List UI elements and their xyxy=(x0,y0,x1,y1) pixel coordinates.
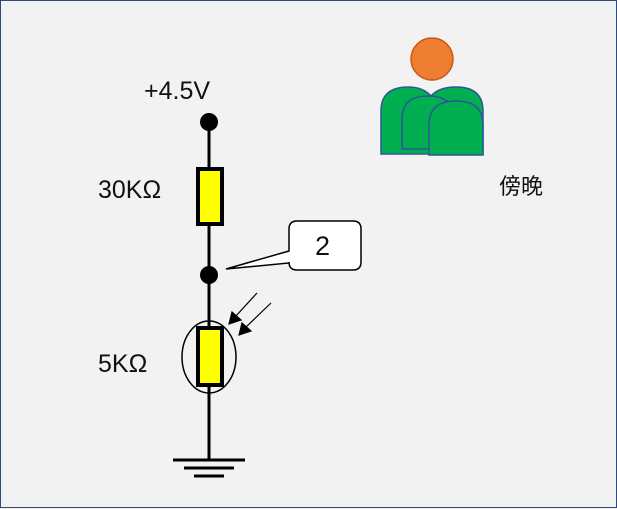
photoresistor-5k xyxy=(196,326,224,387)
resistor-30k-label: 30KΩ xyxy=(98,176,162,204)
ground-symbol-icon xyxy=(173,458,245,478)
resistor-30k xyxy=(196,167,224,226)
person-group-icon xyxy=(380,37,484,156)
photoresistor-label: 5KΩ xyxy=(98,350,148,378)
supply-voltage-label: +4.5V xyxy=(144,77,211,105)
photoresistor-outline xyxy=(181,320,237,394)
person-caption: 傍晚 xyxy=(499,174,544,199)
light-arrows-icon xyxy=(228,292,272,336)
callout-bubble xyxy=(225,220,362,271)
callout-value: 2 xyxy=(315,231,331,261)
junction-node xyxy=(200,266,218,284)
supply-terminal xyxy=(200,113,218,131)
